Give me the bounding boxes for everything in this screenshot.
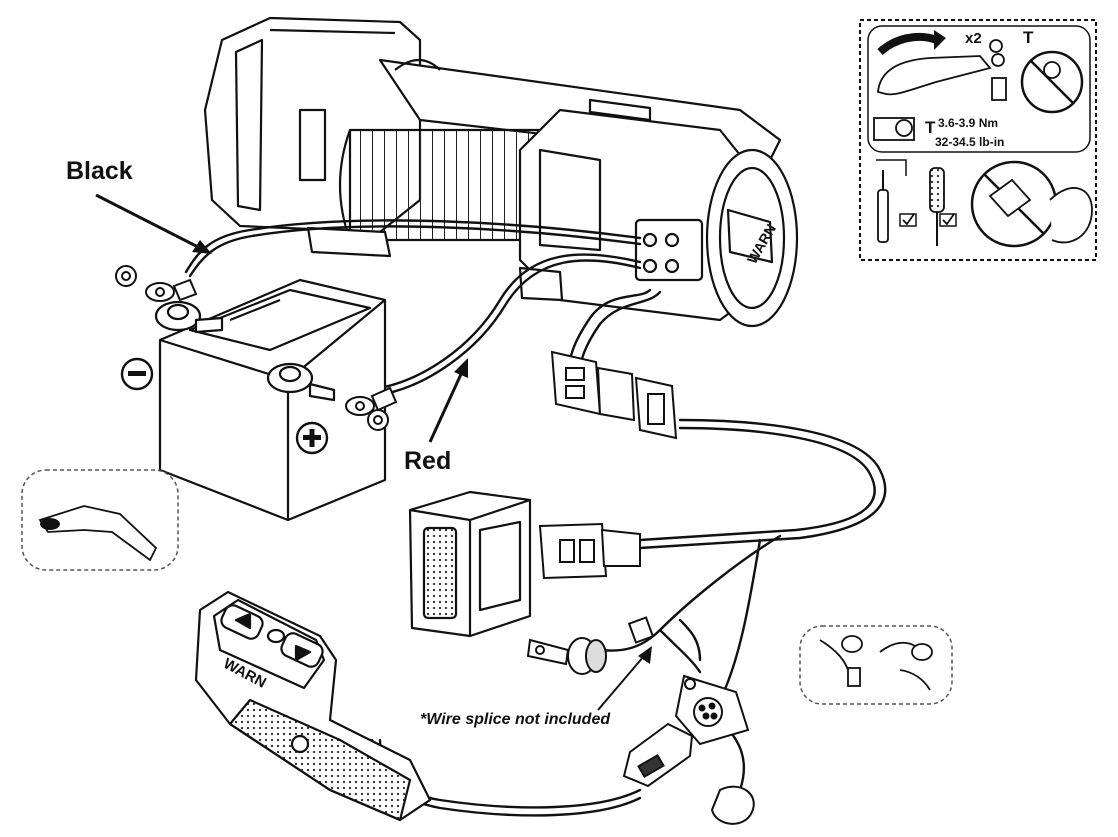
wire-splice-note: *Wire splice not included: [420, 711, 611, 728]
harness-connectors: [538, 350, 678, 580]
positive-terminal-symbol: [295, 421, 329, 455]
torque-spec-lbin: 32-34.5 lb-in: [935, 135, 1005, 149]
remote-socket: [674, 674, 755, 825]
cable-end-inset: [21, 469, 179, 571]
torque-spec-nm: 3.6-3.9 Nm: [938, 116, 999, 130]
black-cable-label: Black: [66, 157, 133, 185]
key-switch: [526, 637, 607, 675]
battery-terminals: [115, 265, 398, 431]
torque-quantity: x2: [965, 30, 982, 47]
red-cable: [378, 253, 642, 390]
negative-terminal-symbol: [120, 357, 154, 391]
remote-plug: [622, 722, 694, 788]
torque-inset: [859, 19, 1097, 261]
wired-remote: [194, 590, 432, 822]
wire-nut-inset: [799, 625, 953, 705]
control-module: [408, 490, 532, 638]
winch: [203, 16, 799, 328]
torque-symbol-top: T: [1023, 28, 1034, 47]
battery: [154, 278, 387, 522]
torque-symbol-bottom: T: [925, 118, 936, 137]
splice-note-arrow: [597, 646, 652, 711]
wire-splice: [627, 616, 655, 644]
red-cable-label: Red: [404, 447, 452, 475]
red-cable-arrow: [428, 358, 468, 443]
black-cable-arrow: [95, 193, 212, 254]
